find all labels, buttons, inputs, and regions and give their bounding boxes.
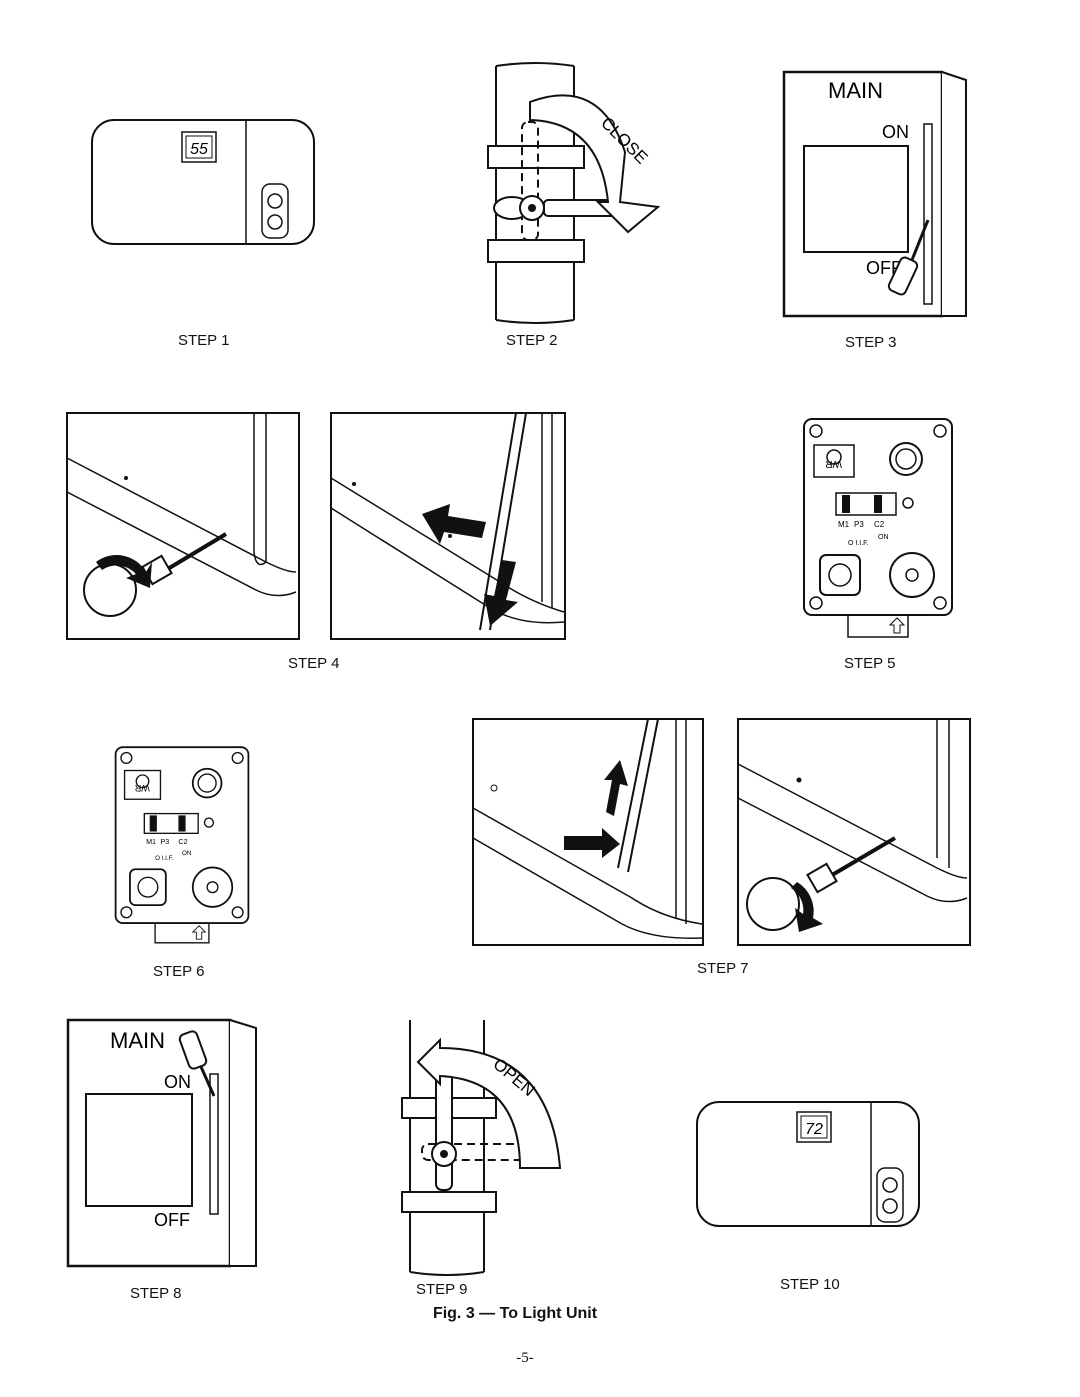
step-10-label: STEP 10 bbox=[780, 1276, 840, 1293]
valve-mark-iif: O I.I.F. bbox=[155, 855, 174, 862]
thermostat-display-value: 55 bbox=[190, 141, 208, 158]
step-6-label: STEP 6 bbox=[153, 963, 205, 980]
off-label: OFF bbox=[154, 1210, 190, 1230]
thermostat-illustration-step10: 72 bbox=[696, 1101, 920, 1227]
gas-valve-close-illustration: CLOSE bbox=[487, 62, 661, 324]
gas-control-valve-step6: WR M1 P3 C2 ON O I.I.F. bbox=[114, 746, 250, 944]
step-8-label: STEP 8 bbox=[130, 1285, 182, 1302]
main-switch-off-illustration: MAIN ON OFF bbox=[782, 70, 967, 318]
valve-mark-p3: P3 bbox=[160, 838, 169, 846]
gas-valve-open-illustration: OPEN bbox=[401, 1020, 562, 1276]
step-4-label: STEP 4 bbox=[288, 655, 340, 672]
thermostat-display-value: 72 bbox=[805, 1121, 823, 1138]
valve-mark-on: ON bbox=[878, 534, 889, 541]
valve-mark-c2: C2 bbox=[874, 520, 885, 529]
step-9-label: STEP 9 bbox=[416, 1281, 468, 1298]
off-label: OFF bbox=[866, 258, 902, 278]
main-switch-on-illustration: MAIN ON OFF bbox=[66, 1018, 257, 1268]
panel-replace-illustration bbox=[472, 718, 704, 946]
step-5-label: STEP 5 bbox=[844, 655, 896, 672]
step-7-label: STEP 7 bbox=[697, 960, 749, 977]
page-number: -5- bbox=[516, 1350, 534, 1366]
valve-mark-wr: WR bbox=[134, 783, 149, 793]
valve-mark-m1: M1 bbox=[838, 520, 850, 529]
valve-mark-iif: O I.I.F. bbox=[848, 540, 869, 547]
main-label: MAIN bbox=[828, 78, 883, 103]
valve-mark-on: ON bbox=[182, 850, 192, 857]
step-2-label: STEP 2 bbox=[506, 332, 558, 349]
on-label: ON bbox=[882, 122, 909, 142]
figure-title: Fig. 3 — To Light Unit bbox=[432, 1305, 598, 1322]
main-label: MAIN bbox=[110, 1028, 165, 1053]
panel-screw-install-illustration bbox=[737, 718, 971, 946]
on-label: ON bbox=[164, 1072, 191, 1092]
panel-removal-illustration bbox=[330, 412, 566, 640]
valve-mark-wr: WR bbox=[825, 458, 842, 469]
valve-mark-m1: M1 bbox=[146, 838, 156, 846]
step-3-label: STEP 3 bbox=[845, 334, 897, 351]
panel-screw-removal-illustration bbox=[66, 412, 300, 640]
thermostat-illustration-step1: 55 bbox=[91, 119, 315, 245]
valve-mark-c2: C2 bbox=[178, 838, 187, 846]
step-1-label: STEP 1 bbox=[178, 332, 230, 349]
gas-control-valve-step5: WR M1 P3 C2 ON O I.I.F. bbox=[803, 418, 953, 638]
valve-mark-p3: P3 bbox=[854, 520, 864, 529]
